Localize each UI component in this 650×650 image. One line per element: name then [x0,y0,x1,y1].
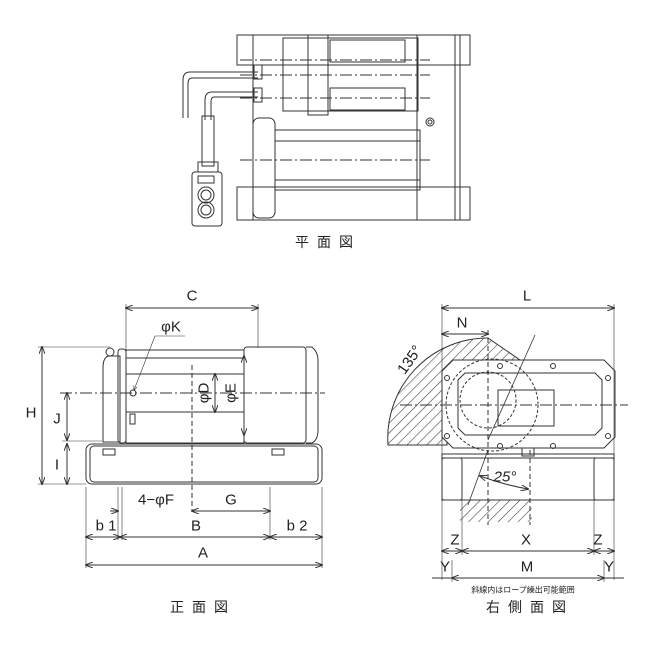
right-view [387,304,628,582]
dim-K: φK [161,318,181,336]
dim-G: G [225,491,237,509]
dim-M: M [520,558,534,576]
dim-A: A [197,544,209,562]
rope-range-hatch-lower [460,500,532,522]
dim-Y-left: Y [439,558,451,576]
front-view [38,304,325,568]
plan-view-title: 平面図 [295,235,361,251]
angle-25: 25° [493,468,517,486]
hatch-note: 斜線内はロープ繰出可能範囲 [471,585,575,595]
front-view-title: 正面図 [170,600,236,616]
dim-F: 4−φF [138,491,174,509]
dim-I: I [54,456,60,474]
plan-view [182,34,471,227]
dim-E: φE [222,383,240,403]
dim-D: φD [195,382,213,404]
right-view-title: 右側面図 [486,600,574,616]
dim-Y-right: Y [603,558,615,576]
dim-N: N [456,314,468,332]
dim-b1: b 1 [95,517,117,535]
dim-J: J [53,410,61,428]
dim-C: C [186,287,198,305]
dim-H: H [25,404,37,422]
dim-B: B [190,517,202,535]
dim-Z-left: Z [450,531,460,549]
dim-X: X [520,531,532,549]
dim-L: L [522,287,532,305]
dim-b2: b 2 [286,517,308,535]
dim-Z-right: Z [593,531,603,549]
pendant-switch [191,171,223,227]
